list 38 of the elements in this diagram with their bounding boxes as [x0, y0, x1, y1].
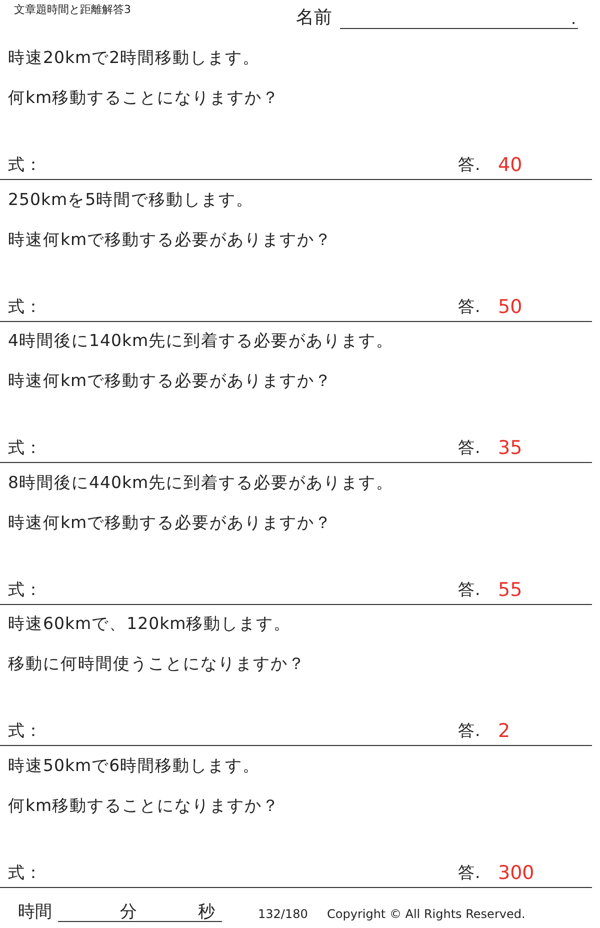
answer-value: 35 — [498, 437, 522, 459]
answer-label: 答. — [458, 155, 480, 175]
copyright-text: Copyright © All Rights Reserved. — [327, 907, 526, 921]
formula-label: 式： — [8, 296, 42, 316]
page-number: 132/180 — [258, 907, 308, 921]
formula-label: 式： — [8, 862, 42, 882]
question-text: 時速何kmで移動する必要がありますか？ — [8, 230, 332, 250]
formula-label: 式： — [8, 155, 42, 175]
question-text: 時速20kmで2時間移動します。 — [8, 48, 260, 68]
answer-label: 答. — [458, 580, 480, 600]
formula-label: 式： — [8, 580, 42, 600]
question-text: 何km移動することになりますか？ — [8, 796, 280, 816]
answer-value: 300 — [498, 862, 534, 884]
minutes-label: 分 — [120, 903, 137, 922]
answer-label: 答. — [458, 721, 480, 741]
answer-value: 40 — [498, 154, 522, 176]
answer-label: 答. — [458, 296, 480, 316]
name-label: 名前 — [296, 8, 332, 28]
question-text: 4時間後に140km先に到着する必要があります。 — [8, 331, 394, 351]
answer-value: 55 — [498, 578, 522, 600]
question-text: 8時間後に440km先に到着する必要があります。 — [8, 472, 394, 492]
formula-label: 式： — [8, 721, 42, 741]
seconds-label: 秒 — [198, 903, 215, 922]
period-mark: . — [571, 10, 576, 28]
question-text: 移動に何時間使うことになりますか？ — [8, 654, 306, 674]
answer-label: 答. — [458, 438, 480, 458]
question-text: 時速60kmで、120km移動します。 — [8, 614, 292, 634]
question-text: 何km移動することになりますか？ — [8, 88, 280, 108]
question-text: 時速50kmで6時間移動します。 — [8, 756, 260, 776]
answer-value: 50 — [498, 296, 522, 318]
answer-label: 答. — [458, 862, 480, 882]
question-text: 時速何kmで移動する必要がありますか？ — [8, 371, 332, 391]
question-text: 時速何kmで移動する必要がありますか？ — [8, 512, 332, 532]
worksheet-title: 文章題時間と距離解答3 — [14, 3, 131, 16]
question-text: 250kmを5時間で移動します。 — [8, 190, 254, 210]
formula-label: 式： — [8, 438, 42, 458]
answer-value: 2 — [498, 720, 510, 742]
time-label: 時間 — [18, 903, 52, 922]
